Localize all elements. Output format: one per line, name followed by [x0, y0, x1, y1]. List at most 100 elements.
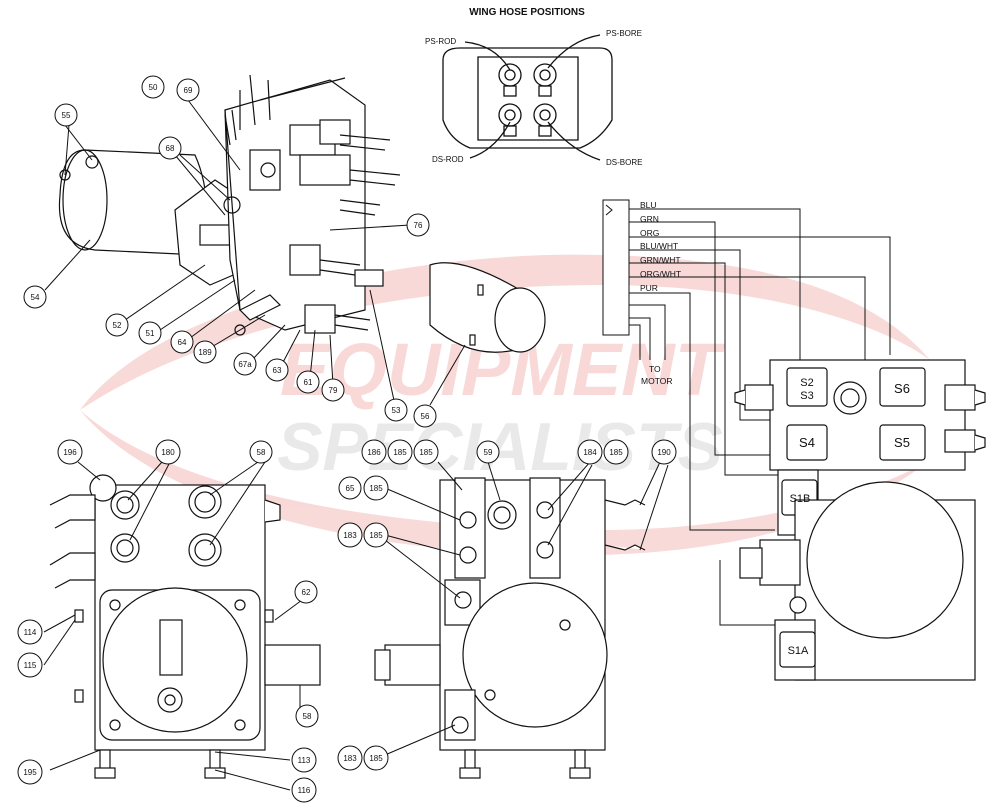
- svg-text:115: 115: [24, 661, 37, 670]
- front-view: [49, 474, 321, 779]
- callout-196: 196: [57, 439, 83, 465]
- to-motor-line2: MOTOR: [641, 376, 672, 386]
- wing-hose-title: WING HOSE POSITIONS: [469, 7, 585, 18]
- connector: [602, 199, 630, 336]
- callout-59: 59: [476, 440, 500, 464]
- svg-text:54: 54: [31, 293, 40, 302]
- svg-text:53: 53: [392, 406, 401, 415]
- callout-69: 69: [176, 78, 200, 102]
- svg-text:52: 52: [113, 321, 122, 330]
- wire-grn-wht: GRN/WHT: [640, 255, 681, 265]
- wing-hose-positions: WING HOSE POSITIONS PS-ROD PS-BORE DS-RO…: [425, 7, 642, 167]
- reservoir-end: [462, 582, 608, 728]
- svg-text:76: 76: [414, 221, 423, 230]
- callout-114: 114: [17, 619, 43, 645]
- callout-55: 55: [54, 103, 78, 127]
- svg-text:114: 114: [24, 628, 37, 637]
- svg-text:62: 62: [302, 588, 311, 597]
- callout-184: 184: [577, 439, 603, 465]
- wire-grn: GRN: [640, 214, 659, 224]
- svg-text:186: 186: [367, 448, 381, 457]
- svg-text:63: 63: [273, 366, 282, 375]
- callout-76: 76: [406, 213, 430, 237]
- callout-52: 52: [105, 313, 129, 337]
- callout-189: 189: [193, 340, 217, 364]
- solenoid-s2-s3: [786, 367, 828, 407]
- callout-185e: 185: [363, 522, 389, 548]
- callout-51: 51: [138, 321, 162, 345]
- svg-text:184: 184: [583, 448, 597, 457]
- callout-68: 68: [158, 136, 182, 160]
- svg-text:58: 58: [303, 712, 312, 721]
- svg-text:185: 185: [419, 448, 433, 457]
- label-s4: S4: [799, 435, 815, 450]
- leader-lines-side: [384, 461, 669, 756]
- callout-54: 54: [23, 285, 47, 309]
- callout-185c: 185: [603, 439, 629, 465]
- pump-block-right: [734, 359, 986, 681]
- svg-text:56: 56: [421, 412, 430, 421]
- label-s6: S6: [894, 381, 910, 396]
- ps-bore-fitting: [533, 63, 557, 97]
- callout-186: 186: [361, 439, 387, 465]
- svg-text:185: 185: [369, 531, 383, 540]
- callout-116: 116: [291, 777, 317, 803]
- solenoid-labels: S2 S3 S6 S4 S5 S1B S1A: [788, 377, 910, 657]
- ds-rod-label: DS-ROD: [432, 155, 464, 164]
- callout-190: 190: [651, 439, 677, 465]
- leader-lines-top: [44, 99, 466, 406]
- svg-text:195: 195: [23, 768, 37, 777]
- ds-bore-label: DS-BORE: [606, 158, 642, 167]
- exploded-view: [58, 74, 546, 353]
- svg-text:185: 185: [393, 448, 407, 457]
- solenoid-s5: [879, 424, 926, 461]
- wire-org: ORG: [640, 228, 659, 238]
- svg-text:64: 64: [178, 338, 187, 347]
- svg-text:50: 50: [149, 83, 158, 92]
- svg-text:180: 180: [161, 448, 175, 457]
- ps-bore-label: PS-BORE: [606, 29, 642, 38]
- svg-text:116: 116: [298, 786, 311, 795]
- wiring-diagram: [602, 199, 891, 626]
- solenoid-s1a: [779, 631, 816, 668]
- side-view: [374, 477, 646, 779]
- callout-65: 65: [338, 476, 362, 500]
- svg-text:189: 189: [198, 348, 212, 357]
- svg-text:185: 185: [369, 484, 383, 493]
- callout-64: 64: [170, 330, 194, 354]
- wire-blu: BLU: [640, 200, 657, 210]
- svg-text:61: 61: [304, 378, 313, 387]
- callout-183a: 183: [337, 522, 363, 548]
- svg-text:55: 55: [62, 111, 71, 120]
- leader-lines-front: [43, 461, 303, 791]
- callout-185a: 185: [387, 439, 413, 465]
- callout-50: 50: [141, 75, 165, 99]
- solenoid-s6: [879, 367, 926, 407]
- ds-bore-fitting: [533, 103, 557, 137]
- wing-hose-plate: [442, 47, 613, 149]
- svg-text:183: 183: [343, 754, 357, 763]
- ps-rod-label: PS-ROD: [425, 37, 456, 46]
- svg-text:51: 51: [146, 329, 155, 338]
- svg-text:65: 65: [346, 484, 355, 493]
- solenoid-valves: [249, 119, 351, 334]
- callouts: 50 69 55 68 76 54 52 51 64 189 67a 63 61…: [17, 75, 677, 803]
- wire-blu-wht: BLU/WHT: [640, 241, 678, 251]
- label-s2: S2: [800, 377, 813, 389]
- callout-58a: 58: [249, 440, 273, 464]
- callout-61: 61: [296, 370, 320, 394]
- callout-63: 63: [265, 358, 289, 382]
- svg-text:58: 58: [257, 448, 266, 457]
- svg-text:68: 68: [166, 144, 175, 153]
- callout-58b: 58: [295, 704, 319, 728]
- label-s1a: S1A: [788, 645, 809, 657]
- svg-text:113: 113: [298, 756, 311, 765]
- label-s3: S3: [800, 390, 813, 402]
- callout-183b: 183: [337, 745, 363, 771]
- callout-185d: 185: [363, 475, 389, 501]
- callout-185f: 185: [363, 745, 389, 771]
- svg-text:183: 183: [343, 531, 357, 540]
- svg-text:196: 196: [63, 448, 77, 457]
- callout-185b: 185: [413, 439, 439, 465]
- callout-67a: 67a: [233, 352, 257, 376]
